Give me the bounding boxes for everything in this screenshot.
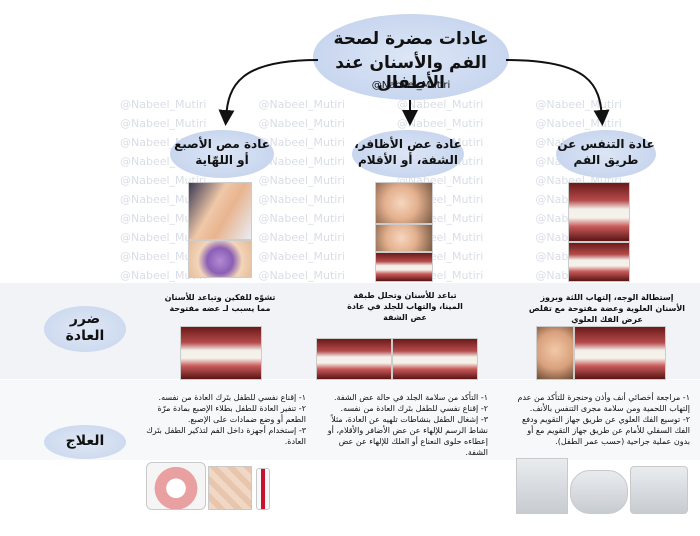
photo-protruding-teeth xyxy=(574,326,666,380)
habit-bubble-thumb-sucking: عادة مص الأصبع أو اللهّاية xyxy=(170,130,274,178)
watermark-text: @Nabeel_Mutiri xyxy=(258,155,345,168)
harm-mouth-breathing: إستطالة الوجه، إلتهاب اللثة وبروز الأسنا… xyxy=(522,292,692,325)
harm-label-line-1: ضرر xyxy=(69,311,101,327)
habit-thumb-line-2: أو اللهّاية xyxy=(195,153,249,167)
watermark-text: @Nabeel_Mutiri xyxy=(120,174,207,187)
photo-expander-appliance xyxy=(570,470,628,514)
watermark-text: @Nabeel_Mutiri xyxy=(258,136,345,149)
harm-thumb-line-2: مما يسبب لـ عضه مفتوحة xyxy=(169,304,271,313)
title-bubble: عادات مضرة لصحة الفم والأسنان عند الأطفا… xyxy=(313,14,509,100)
watermark-text: @Nabeel_Mutiri xyxy=(258,231,345,244)
harm-mouth-line-3: عرض الفك العلوي xyxy=(571,315,643,324)
watermark-text: @Nabeel_Mutiri xyxy=(396,117,484,130)
treatment-nail-item-2: ٢- إقناع نفسي للطفل بتَرك العادة من نفسه… xyxy=(340,404,488,413)
watermark-text: @Nabeel_Mutiri xyxy=(258,269,345,282)
watermark-text: @Nabeel_Mutiri xyxy=(258,174,345,187)
habit-bubble-mouth-breathing: عادة التنفس عن طريق الفم xyxy=(556,130,656,178)
treatment-thumb-item-1: ١- إقناع نفسي للطفل بتَرك العادة من نفسه… xyxy=(158,393,306,402)
connector-arrows xyxy=(218,59,610,126)
treatment-thumb-item-2: ٢- تنفير العادة للطفل بطلاء الإصبع بمادة… xyxy=(157,404,306,424)
photo-lip-damage-teeth xyxy=(316,338,392,380)
watermark-text: @Nabeel_Mutiri xyxy=(258,98,345,111)
treatment-thumb-sucking: ١- إقناع نفسي للطفل بتَرك العادة من نفسه… xyxy=(144,392,306,447)
harm-mouth-line-2: الأسنان العلوية وعضة مفتوحة مع تقلص xyxy=(528,304,686,313)
watermark-text: @Nabeel_Mutiri xyxy=(120,269,207,282)
watermark-text: @Nabeel_Mutiri xyxy=(120,231,207,244)
treatment-nail-item-1: ١- التأكد من سلامة الجلد في حالة عض الشف… xyxy=(334,393,488,402)
harm-mouth-line-1: إستطالة الوجه، إلتهاب اللثة وبروز xyxy=(540,293,674,302)
photo-palatal-appliance xyxy=(146,462,206,510)
harm-nail-line-3: عض الشفة xyxy=(383,313,427,322)
treatment-thumb-item-3: ٣- إستخدام أجهزة داخل الفم لتذكير الطفل … xyxy=(146,426,306,446)
watermark-text: @Nabeel_Mutiri xyxy=(120,250,207,263)
photo-orthodontic-cast xyxy=(516,458,568,514)
habit-nail-line-1: عادة عض الأظافر، xyxy=(354,137,462,151)
treatment-mouth-item-1: ١- مراجعة أخصائي أنف وأذن وحنجرة للتأكد … xyxy=(517,393,690,413)
watermark-text: @Nabeel_Mutiri xyxy=(120,193,207,206)
title-line-2: الفم والأسنان عند الأطفال xyxy=(335,53,487,93)
photo-bitter-nail-polish xyxy=(256,468,270,510)
harm-thumb-line-1: تشوّه للفكين وتباعد للأسنان xyxy=(164,293,276,302)
title-line-1: عادات مضرة لصحة xyxy=(333,29,489,49)
watermark-text: @Nabeel_Mutiri xyxy=(120,212,207,225)
habit-mouth-line-1: عادة التنفس عن xyxy=(557,137,655,151)
habit-nail-line-2: الشفة، أو الأقلام xyxy=(357,153,459,167)
photo-open-bite-teeth xyxy=(180,326,262,380)
watermark-text: @Nabeel_Mutiri xyxy=(120,98,207,111)
watermark-text: @Nabeel_Mutiri xyxy=(258,250,345,263)
photo-jaw-model xyxy=(630,466,688,514)
photo-spaced-teeth xyxy=(392,338,478,380)
habit-thumb-line-1: عادة مص الأصبع xyxy=(174,137,270,151)
photo-lip-biting-teeth xyxy=(375,252,433,282)
treatment-label-text: العلاج xyxy=(65,433,105,449)
treatment-label: العلاج xyxy=(44,425,126,459)
watermark-text: @Nabeel_Mutiri xyxy=(258,117,345,130)
watermark-text: @Nabeel_Mutiri xyxy=(396,98,484,111)
photo-mouth-breathing-lips xyxy=(568,182,630,242)
photo-thumb-sucking-child xyxy=(188,182,252,240)
watermark-text: @Nabeel_Mutiri xyxy=(258,193,345,206)
photo-pencil-biting-child xyxy=(375,224,433,252)
treatment-mouth-item-2: ٢- توسيع الفك العلوي عن طريق جهاز التقوي… xyxy=(521,415,690,446)
harm-thumb-sucking: تشوّه للفكين وتباعد للأسنان مما يسبب لـ … xyxy=(150,292,290,314)
photo-pacifier-child xyxy=(188,240,252,278)
habit-mouth-line-2: طريق الفم xyxy=(573,153,639,167)
harm-label-line-2: العادة xyxy=(65,328,105,344)
photo-mouth-breathing-teeth xyxy=(568,242,630,282)
harm-nail-line-2: المينا، والتهاب للجلد في عادة xyxy=(347,302,463,311)
watermark-text: @Nabeel_Mutiri xyxy=(120,117,207,130)
watermark-text: @Nabeel_Mutiri xyxy=(258,212,345,225)
habit-bubble-nail-biting: عادة عض الأظافر، الشفة، أو الأقلام xyxy=(352,130,464,178)
photo-thumb-bandage xyxy=(208,466,252,510)
treatment-nail-biting: ١- التأكد من سلامة الجلد في حالة عض الشف… xyxy=(316,392,488,458)
author-handle: @Nabeel_Mutiri xyxy=(371,80,451,91)
treatment-nail-item-3: ٣- إشغال الطفل بنشاطات تلهيه عن العادة، … xyxy=(327,415,488,457)
harm-nail-biting: تباعد للأسنان وتحلل طبقة المينا، والتهاب… xyxy=(330,290,480,323)
harm-nail-line-1: تباعد للأسنان وتحلل طبقة xyxy=(353,291,457,300)
treatment-mouth-breathing: ١- مراجعة أخصائي أنف وأذن وحنجرة للتأكد … xyxy=(510,392,690,447)
photo-long-face-child xyxy=(536,326,574,380)
harm-label: ضرر العادة xyxy=(44,306,126,352)
photo-nail-biting-child xyxy=(375,182,433,224)
